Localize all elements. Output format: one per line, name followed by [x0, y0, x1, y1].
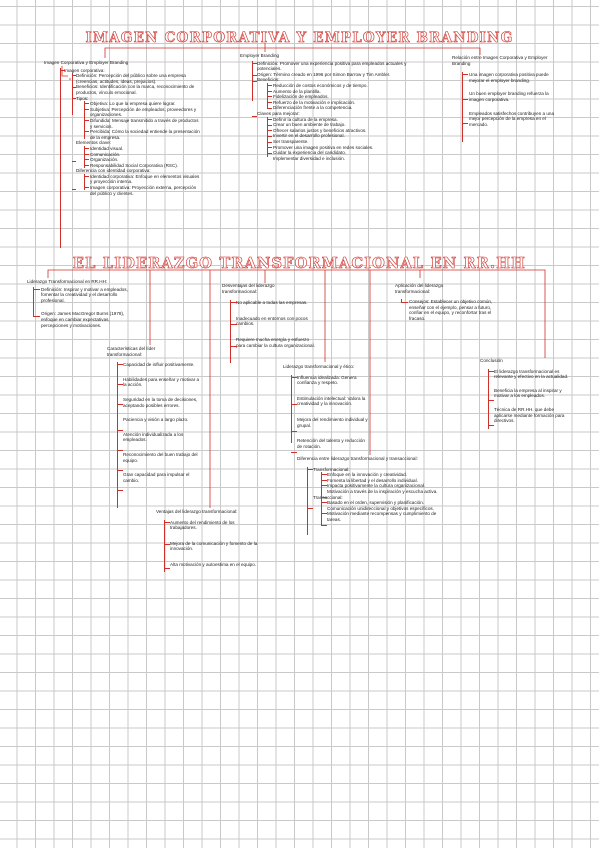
- caracteristica-7: Gran capacidad para impulsar el cambio.: [123, 472, 190, 483]
- eb-beneficio-3: Fidelización de empleados.: [273, 94, 329, 100]
- branch-root: Diferencia entre liderazgo transformacio…: [297, 456, 418, 461]
- branch-root: Características del líder transformacion…: [107, 346, 156, 357]
- desventaja-2: Inadecuado en entornos con pocos cambios…: [236, 315, 308, 327]
- conclusion-1: El liderazgo transformacional es relevan…: [494, 368, 569, 380]
- eb-definicion: Definición: Promover una experiencia pos…: [257, 60, 407, 72]
- desventaja-1: No aplicable a todas las empresas.: [236, 300, 308, 306]
- liderazgo-definicion-branch: Liderazgo Transformacional en RR.HH: Def…: [27, 279, 147, 328]
- transformacional-2: Fomenta la libertad y el desarrollo indi…: [327, 477, 418, 483]
- caracteristica-5: Atención individualizada a los empleados…: [123, 431, 184, 443]
- branch-root: Liderazgo transformacional y ético:: [283, 364, 355, 369]
- caracteristicas-branch: Características del líder transformacion…: [107, 346, 207, 509]
- desventaja-3: Requiere mucha energía y esfuerzo para c…: [236, 336, 315, 348]
- conclusion-2: Beneficia la empresa al inspirar y motiv…: [494, 387, 562, 399]
- liderazgo-definicion: Definición: Inspirar y motivar a emplead…: [41, 286, 128, 303]
- eb-clave-1: Definir la cultura de la empresa.: [273, 116, 338, 122]
- transformacional-4: Motivación a través de la inspiración y …: [327, 488, 438, 494]
- employer-branding-branch: Employer Branding Definición: Promover u…: [240, 53, 410, 161]
- title-imagen-corporativa: IMAGEN CORPORATIVA Y EMPLOYER BRANDING: [85, 30, 514, 47]
- aplicacion-consejos: Consejos: Establecer un objetivo común, …: [409, 299, 493, 321]
- eb-clave-2: Crear un buen ambiente de trabajo.: [273, 122, 346, 128]
- relacion-3: Empleados satisfechos contribuyen a una …: [469, 110, 555, 127]
- caracteristica-2: Habilidades para enseñar y motivar a la …: [123, 376, 200, 388]
- elemento-comunicacion: Comunicación.: [90, 151, 121, 157]
- branch-root: Aplicación del liderazgo transformaciona…: [395, 283, 444, 294]
- tipo-objetiva: Objetiva: Lo que la empresa quiere logra…: [90, 101, 176, 107]
- relacion-1: Una imagen corporativa positiva puede me…: [469, 72, 549, 83]
- eb-beneficio-5: Diferenciación frente a la competencia.: [273, 105, 353, 111]
- aplicacion-branch: Aplicación del liderazgo transformaciona…: [395, 283, 495, 322]
- etico-2: Estimulación intelectual: Valora la crea…: [297, 395, 366, 407]
- branch-root: Conclusión: [480, 358, 503, 363]
- transaccional-2: Comunicación unidireccional y objetivos …: [327, 505, 434, 511]
- elemento-organizacion: Organización.: [90, 157, 119, 163]
- eb-clave-7: Cuidar la experiencia del candidato.: [273, 150, 347, 156]
- liderazgo-origen: Origen: James MacGregor Burns (1978), en…: [41, 311, 125, 328]
- conclusion-branch: Conclusión El liderazgo transformacional…: [480, 358, 575, 429]
- transaccional-3: Motivación mediante recompensas y cumpli…: [327, 511, 437, 522]
- imagen-corporativa-branch: Imagen Corporativa y Employer Branding I…: [44, 60, 200, 248]
- caracteristica-1: Capacidad de influir positivamente.: [123, 362, 195, 368]
- eb-clave-8: Implementar diversidad e inclusión.: [273, 155, 346, 161]
- title-liderazgo: EL LIDERAZGO TRANSFORMACIONAL EN RR.HH: [72, 255, 527, 273]
- branch-root: Ventajas del liderazgo transformacional:: [156, 509, 238, 514]
- branch-root: Imagen Corporativa y Employer Branding: [44, 60, 129, 65]
- eb-clave-5: Ser transparente.: [273, 138, 309, 144]
- elemento-rsc: Responsabilidad Social Corporativa (RSC)…: [90, 162, 179, 168]
- branch-root: Employer Branding: [240, 53, 280, 58]
- eb-beneficio-2: Aumento de la plantilla.: [273, 88, 321, 94]
- diferencia-transaccional: Transaccional:: [313, 494, 343, 500]
- item-beneficios: Beneficios: Identificación con la marca,…: [76, 84, 195, 95]
- diferencia-imagen: Imagen corporativa: Proyección externa, …: [90, 185, 197, 196]
- item-definicion: Definición: Percepción del público sobre…: [76, 73, 186, 84]
- tipo-subjetiva: Subjetiva: Percepción de empleados, prov…: [90, 106, 197, 118]
- transformacional-1: Enfoque en la innovación y creatividad.: [327, 472, 407, 478]
- relacion-2: Un buen employer branding refuerza la im…: [469, 91, 549, 102]
- diferencia-branch: Diferencia entre liderazgo transformacio…: [297, 456, 467, 535]
- elemento-identidad-visual: Identidad visual.: [90, 145, 124, 151]
- eb-beneficio-4: Refuerzo de la motivación e implicación.: [273, 99, 356, 105]
- item-diferencia-identidad: Diferencia con identidad corporativa:: [76, 168, 151, 174]
- etico-branch: Liderazgo transformacional y ético: Infl…: [283, 364, 378, 453]
- ventaja-2: Mejora de la comunicación y fomento de l…: [170, 540, 258, 552]
- eb-clave-3: Ofrecer salarios justos y beneficios atr…: [273, 127, 367, 133]
- transaccional-1: Basado en el orden, supervisión y planif…: [327, 500, 425, 506]
- eb-clave-6: Promover una imagen positiva en redes so…: [273, 144, 374, 150]
- branch-root: Desventajas del liderazgo transformacion…: [222, 283, 275, 294]
- etico-1: Influencia idealizada: Genera confianza …: [297, 374, 357, 386]
- tipo-percibida: Percibida: Cómo la sociedad entiende la …: [90, 129, 200, 140]
- ventajas-branch: Ventajas del liderazgo transformacional:…: [156, 509, 276, 572]
- desventajas-branch: Desventajas del liderazgo transformacion…: [222, 283, 322, 364]
- eb-claves: Claves para mejorar:: [257, 110, 300, 116]
- item-tipos: Tipos:: [76, 95, 89, 101]
- caracteristica-4: Paciencia y visión a largo plazo.: [123, 417, 189, 423]
- branch-root: Liderazgo Transformacional en RR.HH:: [27, 279, 108, 284]
- diferencia-transformacional: Transformacional:: [313, 466, 350, 472]
- caracteristica-3: Seguridad en la toma de decisiones, acep…: [123, 396, 198, 408]
- conclusion-3: Técnica de RR.HH. que debe aplicarse med…: [494, 406, 565, 424]
- etico-4: Retención del talento y reducción de rot…: [297, 438, 365, 449]
- item-elementos: Elementos clave:: [76, 140, 111, 146]
- diferencia-identidad: Identidad corporativa: Enfoque en elemen…: [90, 173, 200, 185]
- eb-origen: Origen: Término creado en 1996 por Simon…: [257, 71, 391, 77]
- ventaja-1: Aumento del rendimiento de los trabajado…: [170, 519, 235, 531]
- eb-beneficio-1: Reducción de costos económicos y de tiem…: [273, 82, 368, 88]
- relacion-branch: Relación entre Imagen Corporativa y Empl…: [452, 55, 562, 143]
- transformacional-3: Impacta positivamente la cultura organiz…: [327, 483, 426, 489]
- eb-beneficios: Beneficios:: [257, 77, 280, 83]
- ventaja-3: Alta motivación y autoestima en el equip…: [170, 561, 257, 567]
- etico-3: Mejora del rendimiento individual y grup…: [297, 416, 368, 428]
- tipo-difundida: Difundida: Mensaje transmitido a través …: [90, 117, 199, 129]
- branch-sub: Imagen corporativa:: [64, 67, 105, 73]
- eb-clave-4: Invertir en el desarrollo profesional.: [273, 133, 345, 139]
- branch-root: Relación entre Imagen Corporativa y Empl…: [452, 55, 548, 66]
- caracteristica-6: Reconocimiento del buen trabajo del equi…: [123, 451, 198, 463]
